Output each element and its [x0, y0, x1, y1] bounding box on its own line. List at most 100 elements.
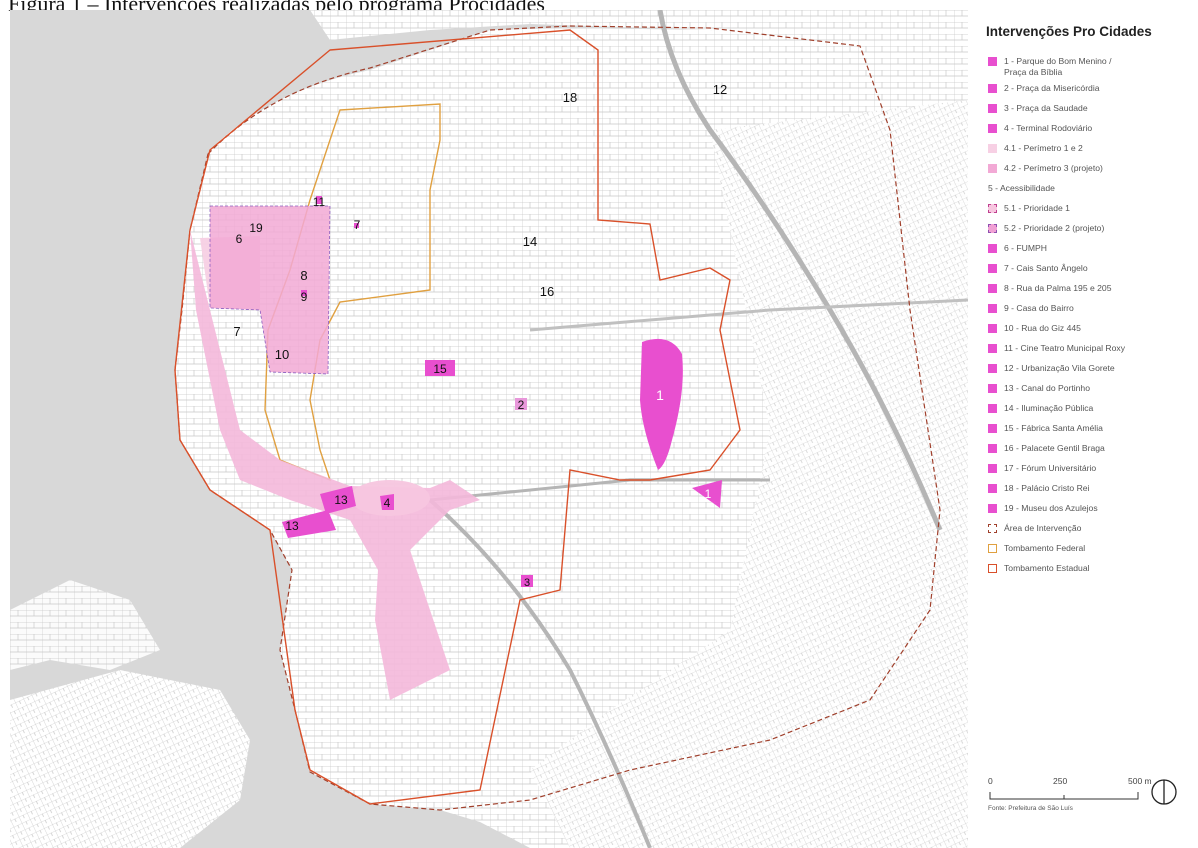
- legend-label: 4.1 - Perímetro 1 e 2: [1004, 143, 1083, 153]
- legend-swatch: [988, 163, 997, 173]
- legend-label: 6 - FUMPH: [1004, 243, 1047, 253]
- legend-item: 9 - Casa do Bairro: [988, 303, 1198, 314]
- map-label-13-a: 13: [334, 493, 348, 507]
- map-label-1-praca: 1: [705, 487, 712, 501]
- legend-swatch: [988, 343, 997, 353]
- legend-label: 2 - Praça da Misericórdia: [1004, 83, 1100, 93]
- legend-swatch: [988, 383, 997, 393]
- intervention-13-b: [282, 510, 336, 538]
- legend-label: 7 - Cais Santo Ângelo: [1004, 263, 1088, 273]
- legend-item: 2 - Praça da Misericórdia: [988, 83, 1198, 94]
- legend-item: 4.1 - Perímetro 1 e 2: [988, 143, 1198, 154]
- legend-item: 7 - Cais Santo Ângelo: [988, 263, 1198, 274]
- legend-label: 8 - Rua da Palma 195 e 205: [1004, 283, 1112, 293]
- legend-item: 8 - Rua da Palma 195 e 205: [988, 283, 1198, 294]
- map-label-10: 10: [275, 347, 289, 362]
- legend-label: 5 - Acessibilidade: [988, 183, 1055, 193]
- legend-label: 16 - Palacete Gentil Braga: [1004, 443, 1105, 453]
- legend-swatch: [988, 523, 997, 533]
- legend-label: Área de Intervenção: [1004, 523, 1082, 533]
- legend-swatch: [988, 443, 997, 453]
- intervention-1-parque: [640, 338, 683, 470]
- legend-swatch: [988, 423, 997, 433]
- legend-label: 5.2 - Prioridade 2 (projeto): [1004, 223, 1105, 233]
- legend-item: 6 - FUMPH: [988, 243, 1198, 254]
- legend-swatch: [988, 283, 997, 293]
- perimetro-3: [210, 206, 330, 374]
- legend-swatch: [988, 303, 997, 313]
- legend-label: 4 - Terminal Rodoviário: [1004, 123, 1093, 133]
- intervention-3: [521, 575, 533, 587]
- map-label-7: 7: [233, 324, 240, 339]
- scale-line: [989, 792, 1139, 800]
- legend-swatch: [988, 363, 997, 373]
- legend-label: 17 - Fórum Universitário: [1004, 463, 1097, 473]
- map-legend: Intervenções Pro Cidades 1 - Parque do B…: [972, 18, 1198, 848]
- legend-swatch: [988, 143, 997, 153]
- legend-label: 1 - Parque do Bom Menino / Praça da Bíbl…: [1004, 56, 1112, 77]
- map-label-14: 14: [523, 234, 537, 249]
- map-canvas[interactable]: 1 1 2 3 4 6 7 7 8 9 10 11 12 13 13 14 15…: [10, 10, 968, 848]
- tombamento-estadual: [174, 29, 741, 805]
- intervention-4: [380, 494, 394, 510]
- legend-label: 13 - Canal do Portinho: [1004, 383, 1090, 393]
- intervention-2: [515, 398, 527, 410]
- map-label-2: 2: [518, 398, 525, 412]
- legend-item: 10 - Rua do Giz 445: [988, 323, 1198, 334]
- legend-item: 16 - Palacete Gentil Braga: [988, 443, 1198, 454]
- legend-item: 12 - Urbanização Vila Gorete: [988, 363, 1198, 374]
- map-label-16: 16: [540, 284, 554, 299]
- map-label-13-b: 13: [285, 519, 299, 533]
- legend-label: 18 - Palácio Cristo Rei: [1004, 483, 1090, 493]
- legend-swatch: [988, 243, 997, 253]
- legend-label: 11 - Cine Teatro Municipal Roxy: [1004, 343, 1126, 353]
- map-label-17: 7: [354, 218, 361, 232]
- intervention-9: [301, 290, 307, 296]
- legend-swatch: [988, 323, 997, 333]
- legend-label: Tombamento Estadual: [1004, 563, 1090, 573]
- legend-label: Tombamento Federal: [1004, 543, 1086, 553]
- legend-item: 17 - Fórum Universitário: [988, 463, 1198, 474]
- land-southwest: [10, 580, 160, 670]
- legend-label: 19 - Museu dos Azulejos: [1004, 503, 1098, 513]
- legend-item: 5.2 - Prioridade 2 (projeto): [988, 223, 1198, 234]
- intervention-7: [354, 223, 359, 228]
- map-label-1-parque: 1: [656, 387, 664, 403]
- intervention-1-praca: [692, 480, 722, 508]
- legend-swatch: [988, 123, 997, 133]
- legend-item: Tombamento Federal: [988, 543, 1198, 554]
- map-label-3: 3: [524, 577, 530, 589]
- legend-label: 9 - Casa do Bairro: [1004, 303, 1074, 313]
- north-arrow-icon: [1151, 779, 1177, 805]
- legend-swatch: [988, 463, 997, 473]
- scale-label-0: 0: [988, 776, 993, 786]
- intervention-15: [425, 360, 455, 376]
- legend-label: 14 - Iluminação Pública: [1004, 403, 1094, 413]
- legend-label: 5.1 - Prioridade 1: [1004, 203, 1070, 213]
- legend-item: 4.2 - Perímetro 3 (projeto): [988, 163, 1198, 174]
- legend-swatch: [988, 56, 997, 66]
- scale-label-500: 500 m: [1128, 776, 1152, 786]
- legend-list: 1 - Parque do Bom Menino / Praça da Bíbl…: [988, 56, 1198, 583]
- map-label-11: 11: [313, 195, 326, 209]
- legend-title: Intervenções Pro Cidades: [986, 24, 1152, 39]
- legend-swatch: [988, 543, 997, 553]
- land-southwest-2: [10, 670, 250, 848]
- legend-item: 13 - Canal do Portinho: [988, 383, 1198, 394]
- land-north: [310, 10, 968, 70]
- legend-item: 4 - Terminal Rodoviário: [988, 123, 1198, 134]
- legend-swatch: [988, 503, 997, 513]
- legend-item: 15 - Fábrica Santa Amélia: [988, 423, 1198, 434]
- land-east-dense: [530, 100, 968, 848]
- legend-item: 1 - Parque do Bom Menino / Praça da Bíbl…: [988, 56, 1198, 77]
- map-source: Fonte: Prefeitura de São Luís: [988, 805, 1073, 812]
- legend-swatch: [988, 403, 997, 413]
- legend-item: 18 - Palácio Cristo Rei: [988, 483, 1198, 494]
- legend-item: Tombamento Estadual: [988, 563, 1198, 574]
- legend-label: 12 - Urbanização Vila Gorete: [1004, 363, 1115, 373]
- legend-swatch: [988, 483, 997, 493]
- area-intervencao: [174, 25, 941, 811]
- legend-item: 5 - Acessibilidade: [988, 183, 1198, 194]
- legend-swatch: [988, 83, 997, 93]
- legend-swatch: [988, 223, 997, 233]
